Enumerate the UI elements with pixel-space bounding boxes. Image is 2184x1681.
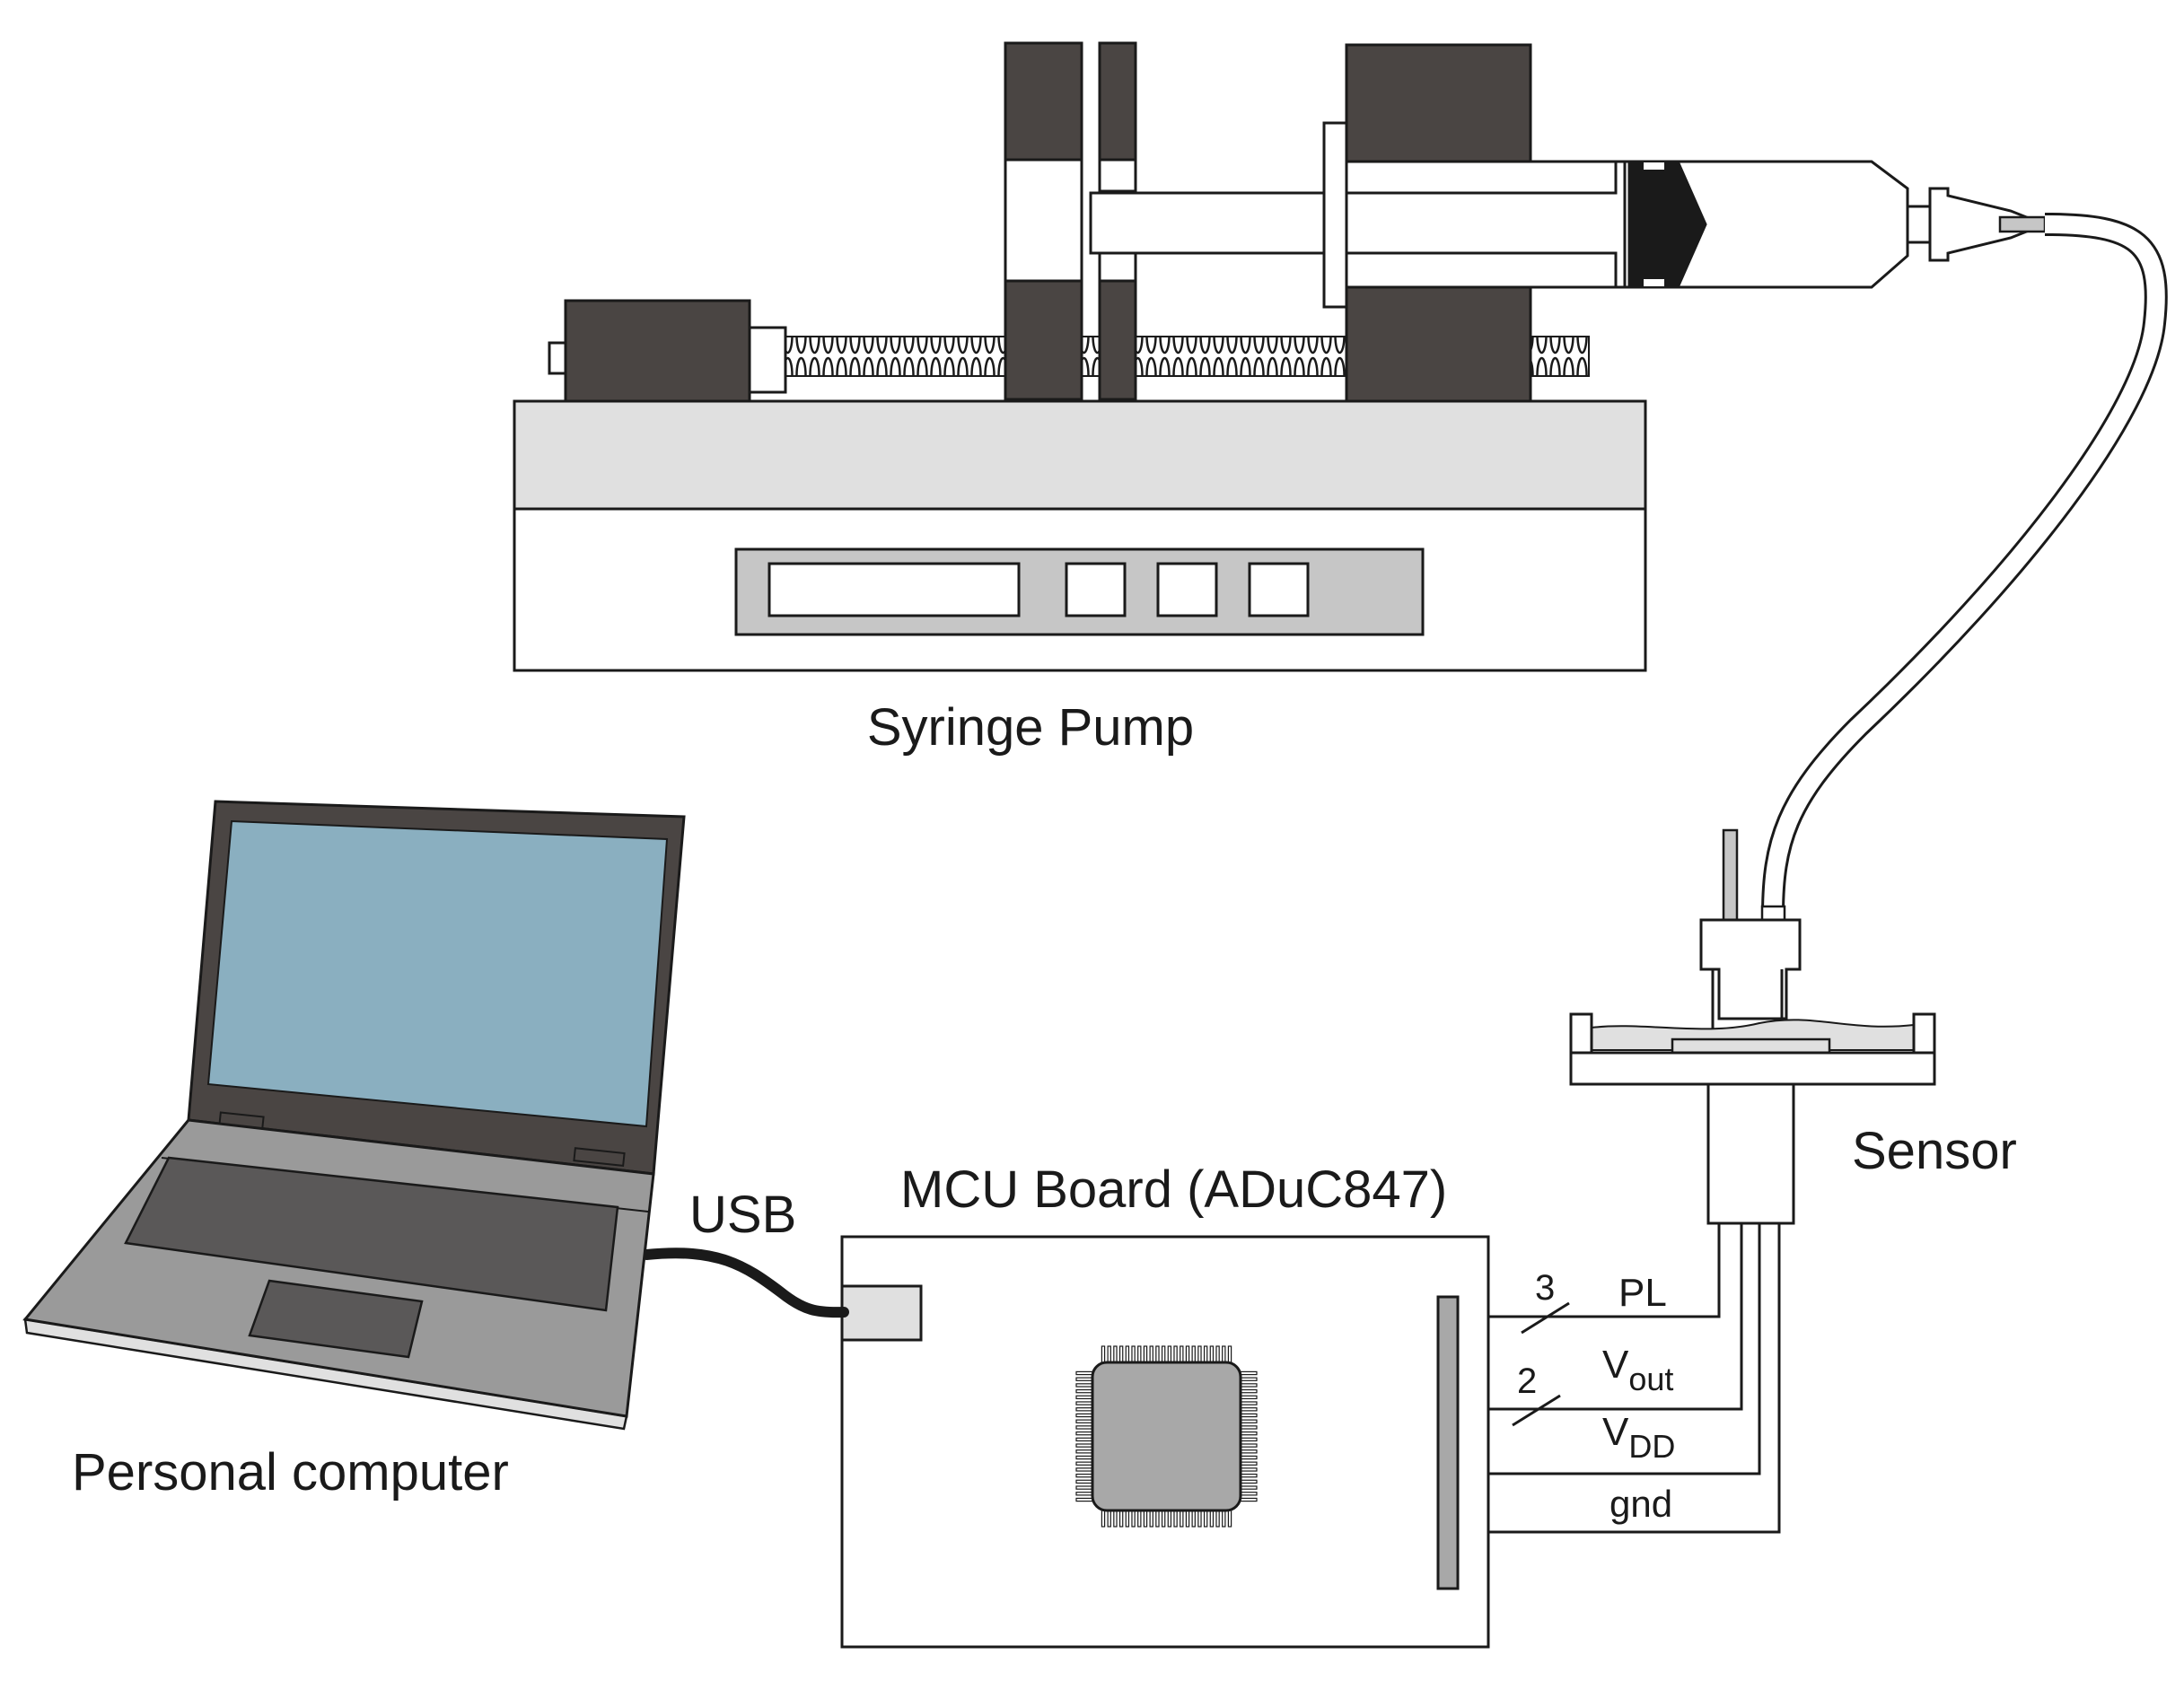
plunger-rod <box>1089 160 1627 289</box>
clamp-flange <box>1322 121 1348 309</box>
syringe-pump-label: Syringe Pump <box>867 698 1194 757</box>
pusher-block-mid <box>1004 158 1083 283</box>
laptop-keyboard <box>124 1156 619 1312</box>
clamp-block-bottom <box>1345 285 1532 403</box>
pl-bus-width: 3 <box>1535 1268 1555 1308</box>
laptop <box>22 800 686 1431</box>
laptop-touchpad <box>248 1279 424 1359</box>
mcu-board-label: MCU Board (ADuC847) <box>900 1160 1447 1219</box>
sensor-chip <box>1671 1037 1831 1055</box>
wire-vdd <box>1454 1223 1761 1475</box>
pump-base-top <box>513 399 1647 511</box>
sensor-label: Sensor <box>1852 1122 2017 1180</box>
syringe-pump <box>513 41 2047 672</box>
signal-wires <box>1454 1223 1781 1534</box>
tubing <box>1761 213 2168 916</box>
sensor-stem <box>1706 1082 1795 1225</box>
vdd-subscript: DD <box>1628 1428 1675 1465</box>
bus-slash-vout <box>1512 1394 1561 1427</box>
vout-bus-width: 2 <box>1517 1361 1537 1401</box>
pump-key-1 <box>1065 562 1127 617</box>
vout-label: Vout <box>1602 1343 1673 1397</box>
motor-coupler <box>748 326 787 394</box>
mcu-chip <box>1091 1361 1242 1512</box>
pump-key-3 <box>1248 562 1310 617</box>
vout-base: V <box>1602 1343 1629 1387</box>
laptop-screen <box>206 819 669 1128</box>
pusher-block-top <box>1004 41 1083 162</box>
vout-subscript: out <box>1628 1361 1673 1397</box>
mcu-chip-pins <box>1075 1345 1258 1528</box>
usb-port <box>840 1284 923 1342</box>
sensor-inlet-fitting <box>1699 918 1802 1020</box>
usb-cable <box>641 1248 849 1318</box>
wire-gnd <box>1454 1223 1781 1534</box>
header-connector <box>1436 1295 1460 1590</box>
plunger-stopper <box>1627 162 1707 287</box>
stepper-motor <box>564 299 751 403</box>
sensor-cell-wall-right <box>1912 1012 1936 1055</box>
vdd-label: VDD <box>1602 1410 1675 1465</box>
gnd-label: gnd <box>1609 1483 1672 1525</box>
sensor-assembly <box>1569 828 1936 1225</box>
vdd-base: V <box>1602 1410 1629 1454</box>
pusher-block-bottom <box>1004 279 1083 401</box>
pl-label: PL <box>1618 1271 1667 1315</box>
personal-computer-label: Personal computer <box>72 1443 509 1502</box>
wire-vout <box>1454 1223 1743 1411</box>
sensor-probe <box>1722 828 1739 931</box>
usb-label: USB <box>689 1186 796 1244</box>
sensor-base-plate <box>1569 1051 1936 1086</box>
pump-key-2 <box>1156 562 1218 617</box>
pump-display <box>767 562 1021 617</box>
sensor-cell-wall-left <box>1569 1012 1593 1055</box>
mcu-board <box>840 1235 1490 1649</box>
bus-slash-pl <box>1521 1301 1570 1335</box>
needle-tip <box>1998 215 2047 233</box>
clamp-block-top <box>1345 43 1532 163</box>
wire-pl <box>1454 1223 1721 1318</box>
